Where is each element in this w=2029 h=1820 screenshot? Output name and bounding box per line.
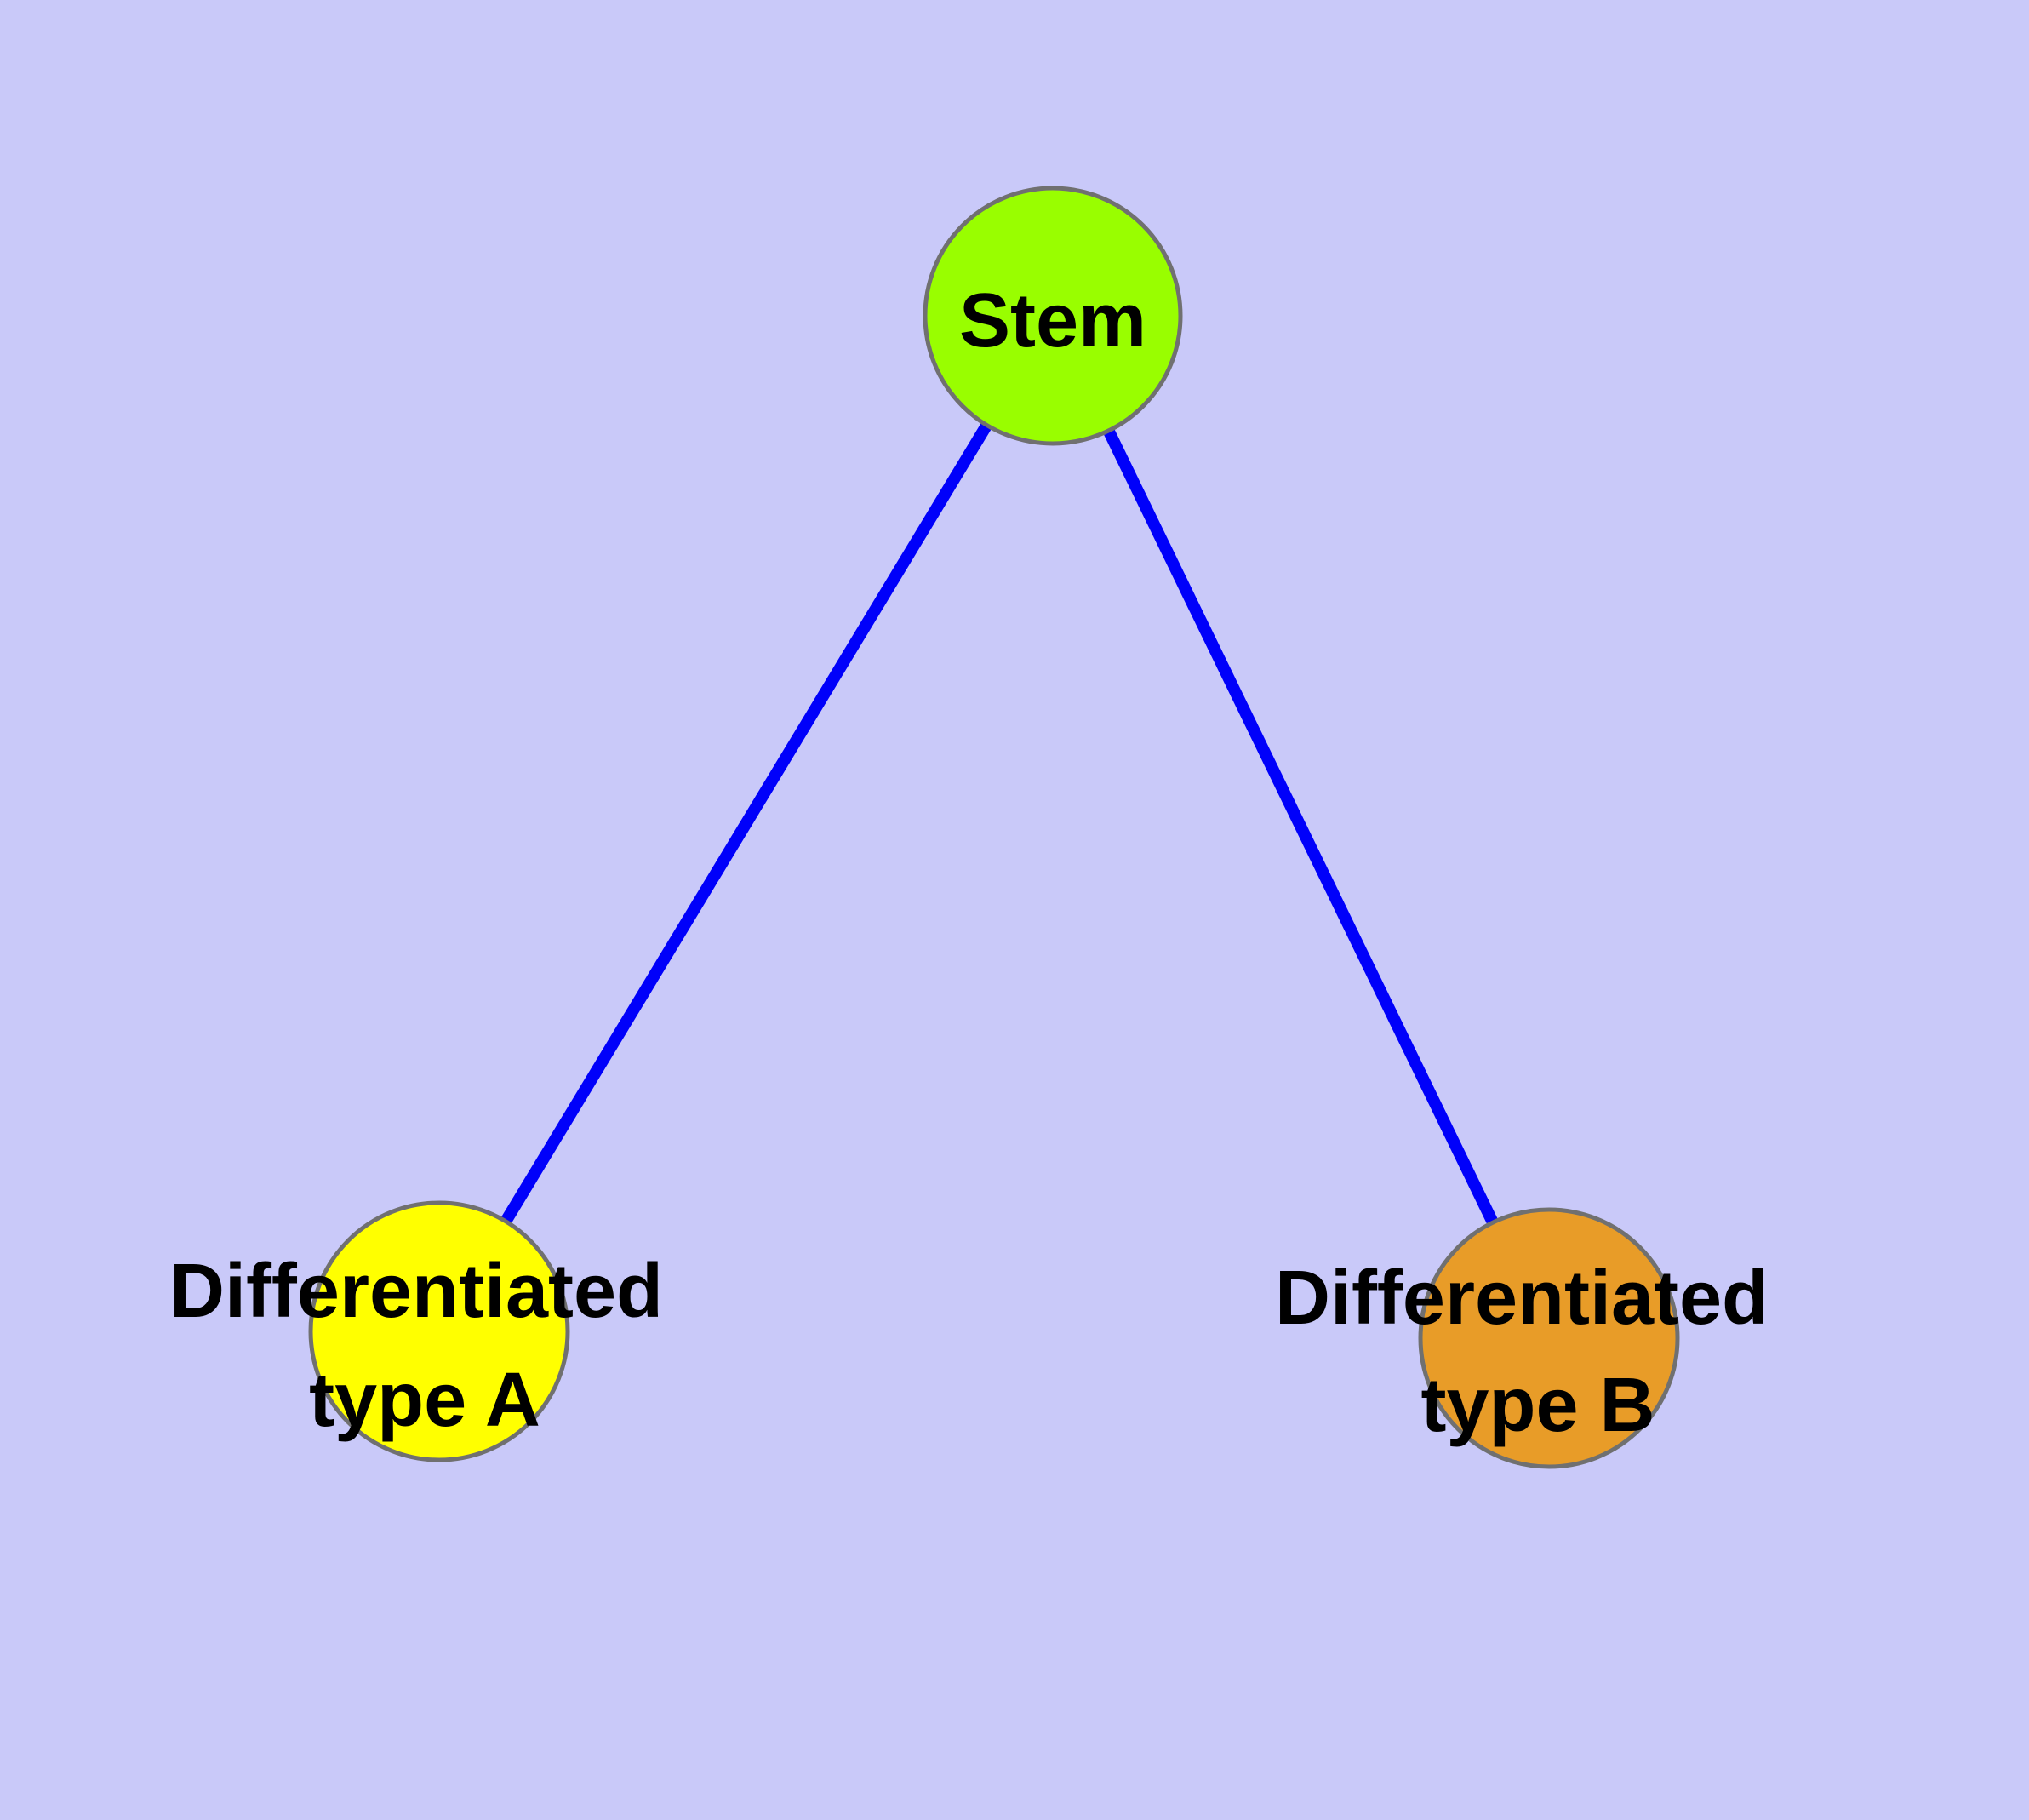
stem-node-circle	[923, 186, 1183, 446]
node-stem: Stem	[923, 186, 1183, 446]
stem-node-label: Stem	[959, 278, 1146, 363]
node-differentiated-type-a: Differentiated type A	[169, 1200, 663, 1462]
type-b-node-label-line2: type B	[1420, 1363, 1655, 1448]
type-a-node-label-line1: Differentiated	[169, 1249, 663, 1334]
type-a-node-label-line2: type A	[309, 1358, 540, 1443]
type-b-node-label-line1: Differentiated	[1275, 1256, 1769, 1341]
type-b-node-circle	[1418, 1207, 1680, 1469]
edge-stem-to-type-a	[434, 312, 1058, 1335]
edge-stem-to-type-b	[1047, 312, 1555, 1342]
edges	[434, 312, 1555, 1342]
node-differentiated-type-b: Differentiated type B	[1275, 1207, 1769, 1469]
type-a-node-circle	[308, 1200, 570, 1462]
